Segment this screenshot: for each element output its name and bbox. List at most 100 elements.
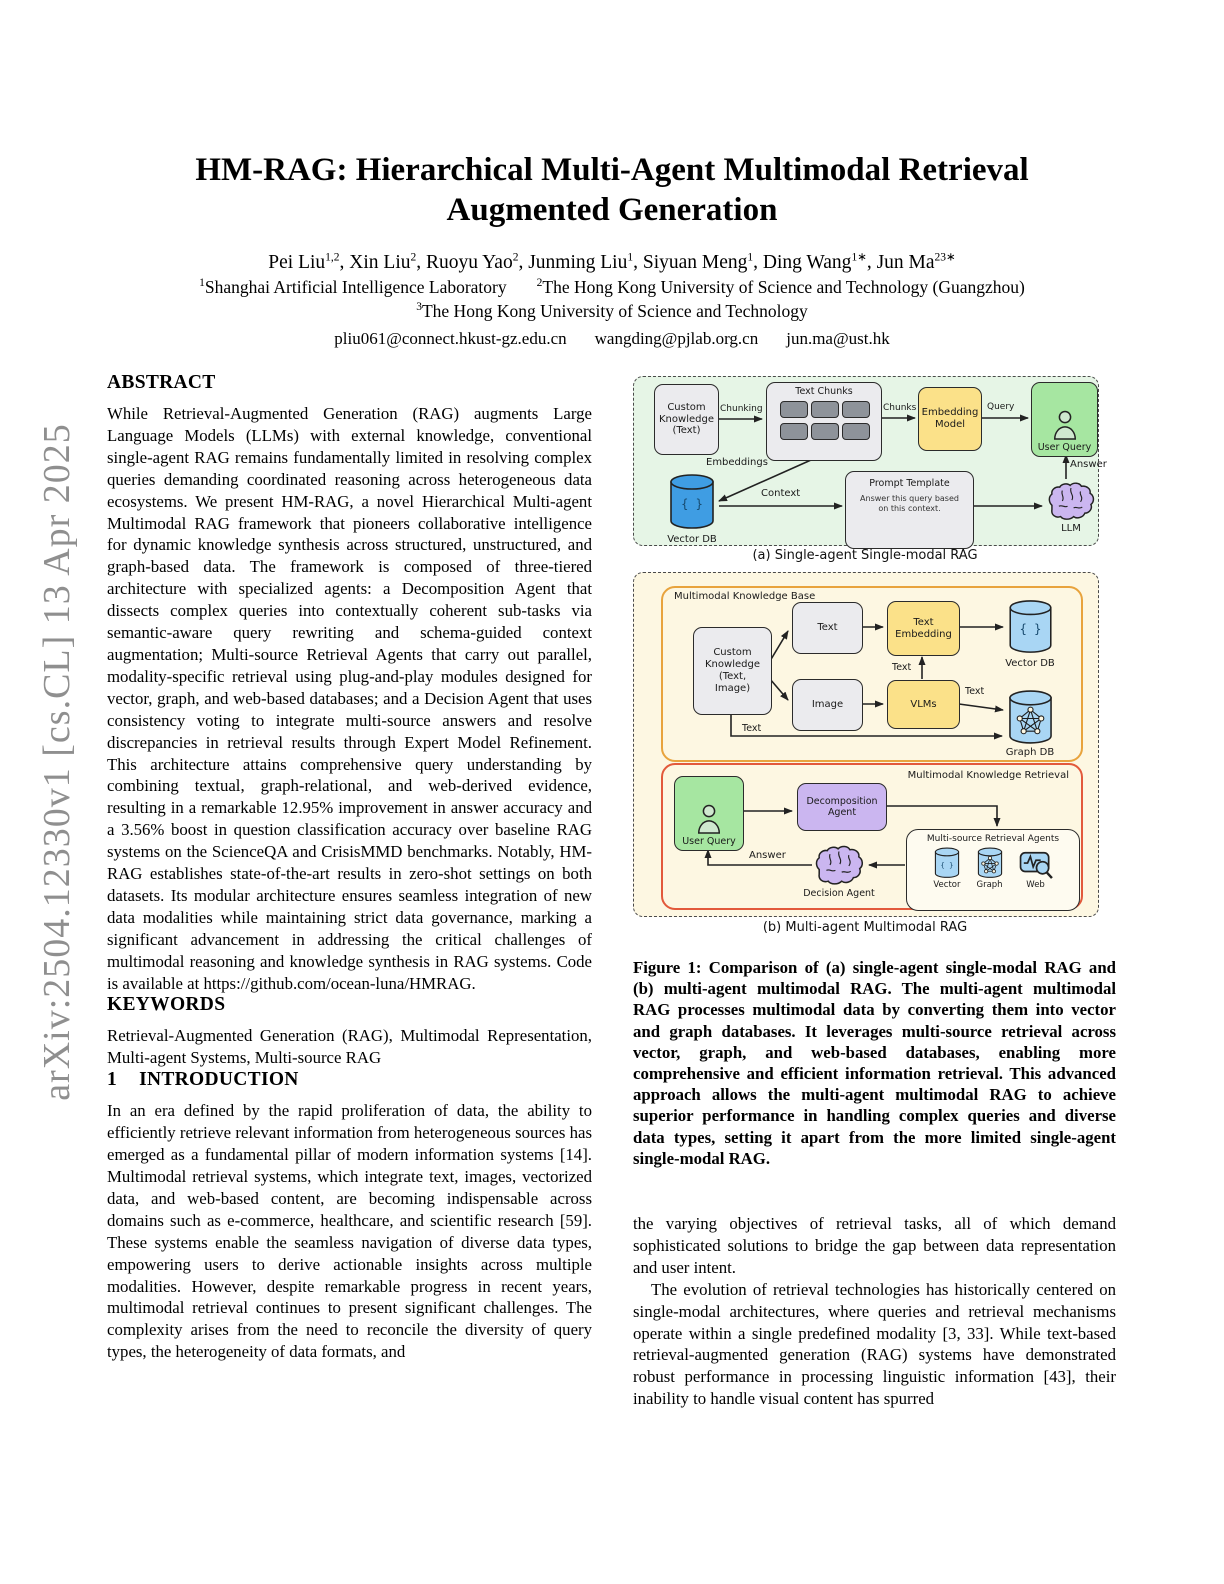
vector-db-glyph: { } [681,497,703,511]
decomposition-agent-box: Decomposition Agent [797,783,887,831]
user-query-box: User Query [1031,382,1098,457]
multi-source-title: Multi-source Retrieval Agents [926,834,1060,844]
text-chunks-box: Text Chunks [766,382,882,461]
text-chunks-grid [780,401,870,441]
graph-agent-label: Graph [976,879,1003,890]
graph-db-cylinder-icon [1008,689,1053,746]
chunk-icon [842,401,870,419]
emails-line: pliu061@connect.hkust-gz.edu.cn wangding@… [108,329,1116,349]
section-title: INTRODUCTION [139,1069,299,1091]
section-number: 1 [107,1069,118,1091]
text-chunks-label: Text Chunks [795,386,853,397]
right-column-text: the varying objectives of retrieval task… [633,1213,1116,1410]
text-arrow-label-up: Text [892,662,912,673]
introduction-heading: 1 INTRODUCTION [107,1069,592,1091]
knowledge-base-title: Multimodal Knowledge Base [674,591,816,602]
author: Pei Liu1,2 [268,251,340,273]
vector-db-cylinder-icon: { } [669,473,715,531]
multimodal-knowledge-retrieval-frame [661,763,1083,910]
embeddings-arrow-label: Embeddings [706,457,768,468]
chunking-arrow-label: Chunking [720,404,763,414]
panel-b-multi-agent-rag: Multimodal Knowledge Base Custom Knowled… [633,572,1099,917]
graph-db-icon [977,847,1002,878]
text-arrow-label-mid: Text [965,686,985,697]
email: pliu061@connect.hkust-gz.edu.cn [334,328,567,348]
author: Ding Wang1∗ [762,251,867,273]
vector-agent-item: { } Vector [933,847,961,890]
custom-knowledge-multimodal-box: Custom Knowledge (Text, Image) [693,627,772,715]
paper-header: HM-RAG: Hierarchical Multi-Agent Multimo… [108,150,1116,349]
affiliation: 1Shanghai Artificial Intelligence Labora… [199,276,507,297]
panel-a-single-agent-rag: Custom Knowledge (Text) Chunking Text Ch… [633,376,1107,549]
web-agent-label: Web [1026,879,1045,890]
author: Xin Liu2 [349,251,417,273]
arxiv-watermark: arXiv:2504.12330v1 [cs.CL] 13 Apr 2025 [36,423,78,1101]
vector-db-cylinder-icon: { } [1008,599,1053,655]
chunk-icon [842,423,870,441]
prompt-template-title: Prompt Template [869,478,950,489]
affiliations-line1: 1Shanghai Artificial Intelligence Labora… [108,277,1116,298]
author: Ruoyu Yao2 [426,251,519,273]
person-icon [697,804,721,834]
answer-arrow-label: Answer [749,850,786,861]
text-box: Text [792,602,863,654]
text-embedding-box: Text Embedding [887,601,960,656]
multi-source-items: { } Vector [933,847,1053,890]
web-agent-item: Web [1019,849,1053,890]
left-column: ABSTRACT While Retrieval-Augmented Gener… [107,372,592,1363]
chunk-icon [811,423,839,441]
chunks-arrow-label: Chunks [883,403,917,413]
affiliations-line2: 3The Hong Kong University of Science and… [108,301,1116,322]
paper-title: HM-RAG: Hierarchical Multi-Agent Multimo… [108,150,1116,230]
affiliation: 2The Hong Kong University of Science and… [536,276,1025,297]
embedding-model-box: Embedding Model [918,387,982,451]
title-line-1: HM-RAG: Hierarchical Multi-Agent Multimo… [195,152,1029,188]
vector-db-icon: { } [934,847,960,878]
email: wangding@pjlab.org.cn [594,328,759,348]
graph-db-label: Graph DB [1005,747,1055,758]
vector-db-label: Vector DB [667,534,717,545]
prompt-template-body: Answer this query based on this context. [860,494,959,513]
context-arrow-label: Context [761,488,801,499]
email: jun.ma@ust.hk [786,328,890,348]
multimodal-knowledge-base-frame [661,586,1083,762]
vector-agent-label: Vector [933,879,961,890]
vector-db-glyph: { } [1019,622,1042,636]
author: Junming Liu1 [528,251,634,273]
abstract-heading: ABSTRACT [107,372,216,393]
chunk-icon [780,423,808,441]
svg-text:{ }: { } [940,860,953,869]
decision-agent-brain-icon [815,845,864,885]
chunk-icon [811,401,839,419]
answer-arrow-label: Answer [1070,459,1107,470]
chunk-icon [780,401,808,419]
graph-agent-item: Graph [977,847,1003,890]
llm-label: LLM [1061,523,1081,534]
user-query-label: User Query [682,835,736,847]
vlms-box: VLMs [887,680,960,729]
keywords-text: Retrieval-Augmented Generation (RAG), Mu… [107,1026,592,1068]
figure-1: Custom Knowledge (Text) Chunking Text Ch… [633,374,1107,942]
authors-line: Pei Liu1,2, Xin Liu2, Ruoyu Yao2, Junmin… [268,251,956,273]
custom-knowledge-box: Custom Knowledge (Text) [654,384,719,455]
intro-continuation-paragraph: the varying objectives of retrieval task… [633,1214,1116,1277]
image-box: Image [792,679,863,731]
user-query-box: User Query [674,776,744,851]
author: Jun Ma23∗ [876,251,956,273]
multi-source-retrieval-agents-box: Multi-source Retrieval Agents { } Vector [906,829,1080,911]
keywords-heading: KEYWORDS [107,994,226,1016]
title-line-2: Augmented Generation [446,192,778,228]
figure-1-caption: Figure 1: Comparison of (a) single-agent… [633,958,1116,1168]
abstract-text: While Retrieval-Augmented Generation (RA… [107,404,592,993]
llm-brain-icon [1048,482,1095,520]
panel-b-caption: (b) Multi-agent Multimodal RAG [762,920,968,935]
decision-agent-label: Decision Agent [803,888,875,899]
knowledge-retrieval-title: Multimodal Knowledge Retrieval [907,770,1069,781]
intro-second-paragraph: The evolution of retrieval technologies … [633,1279,1116,1409]
affiliation: 3The Hong Kong University of Science and… [416,300,808,321]
query-arrow-label: Query [987,402,1015,412]
text-arrow-label-bottom: Text [742,723,762,734]
panel-a-caption: (a) Single-agent Single-modal RAG [752,548,978,563]
introduction-paragraph: In an era defined by the rapid prolifera… [107,1101,592,1362]
